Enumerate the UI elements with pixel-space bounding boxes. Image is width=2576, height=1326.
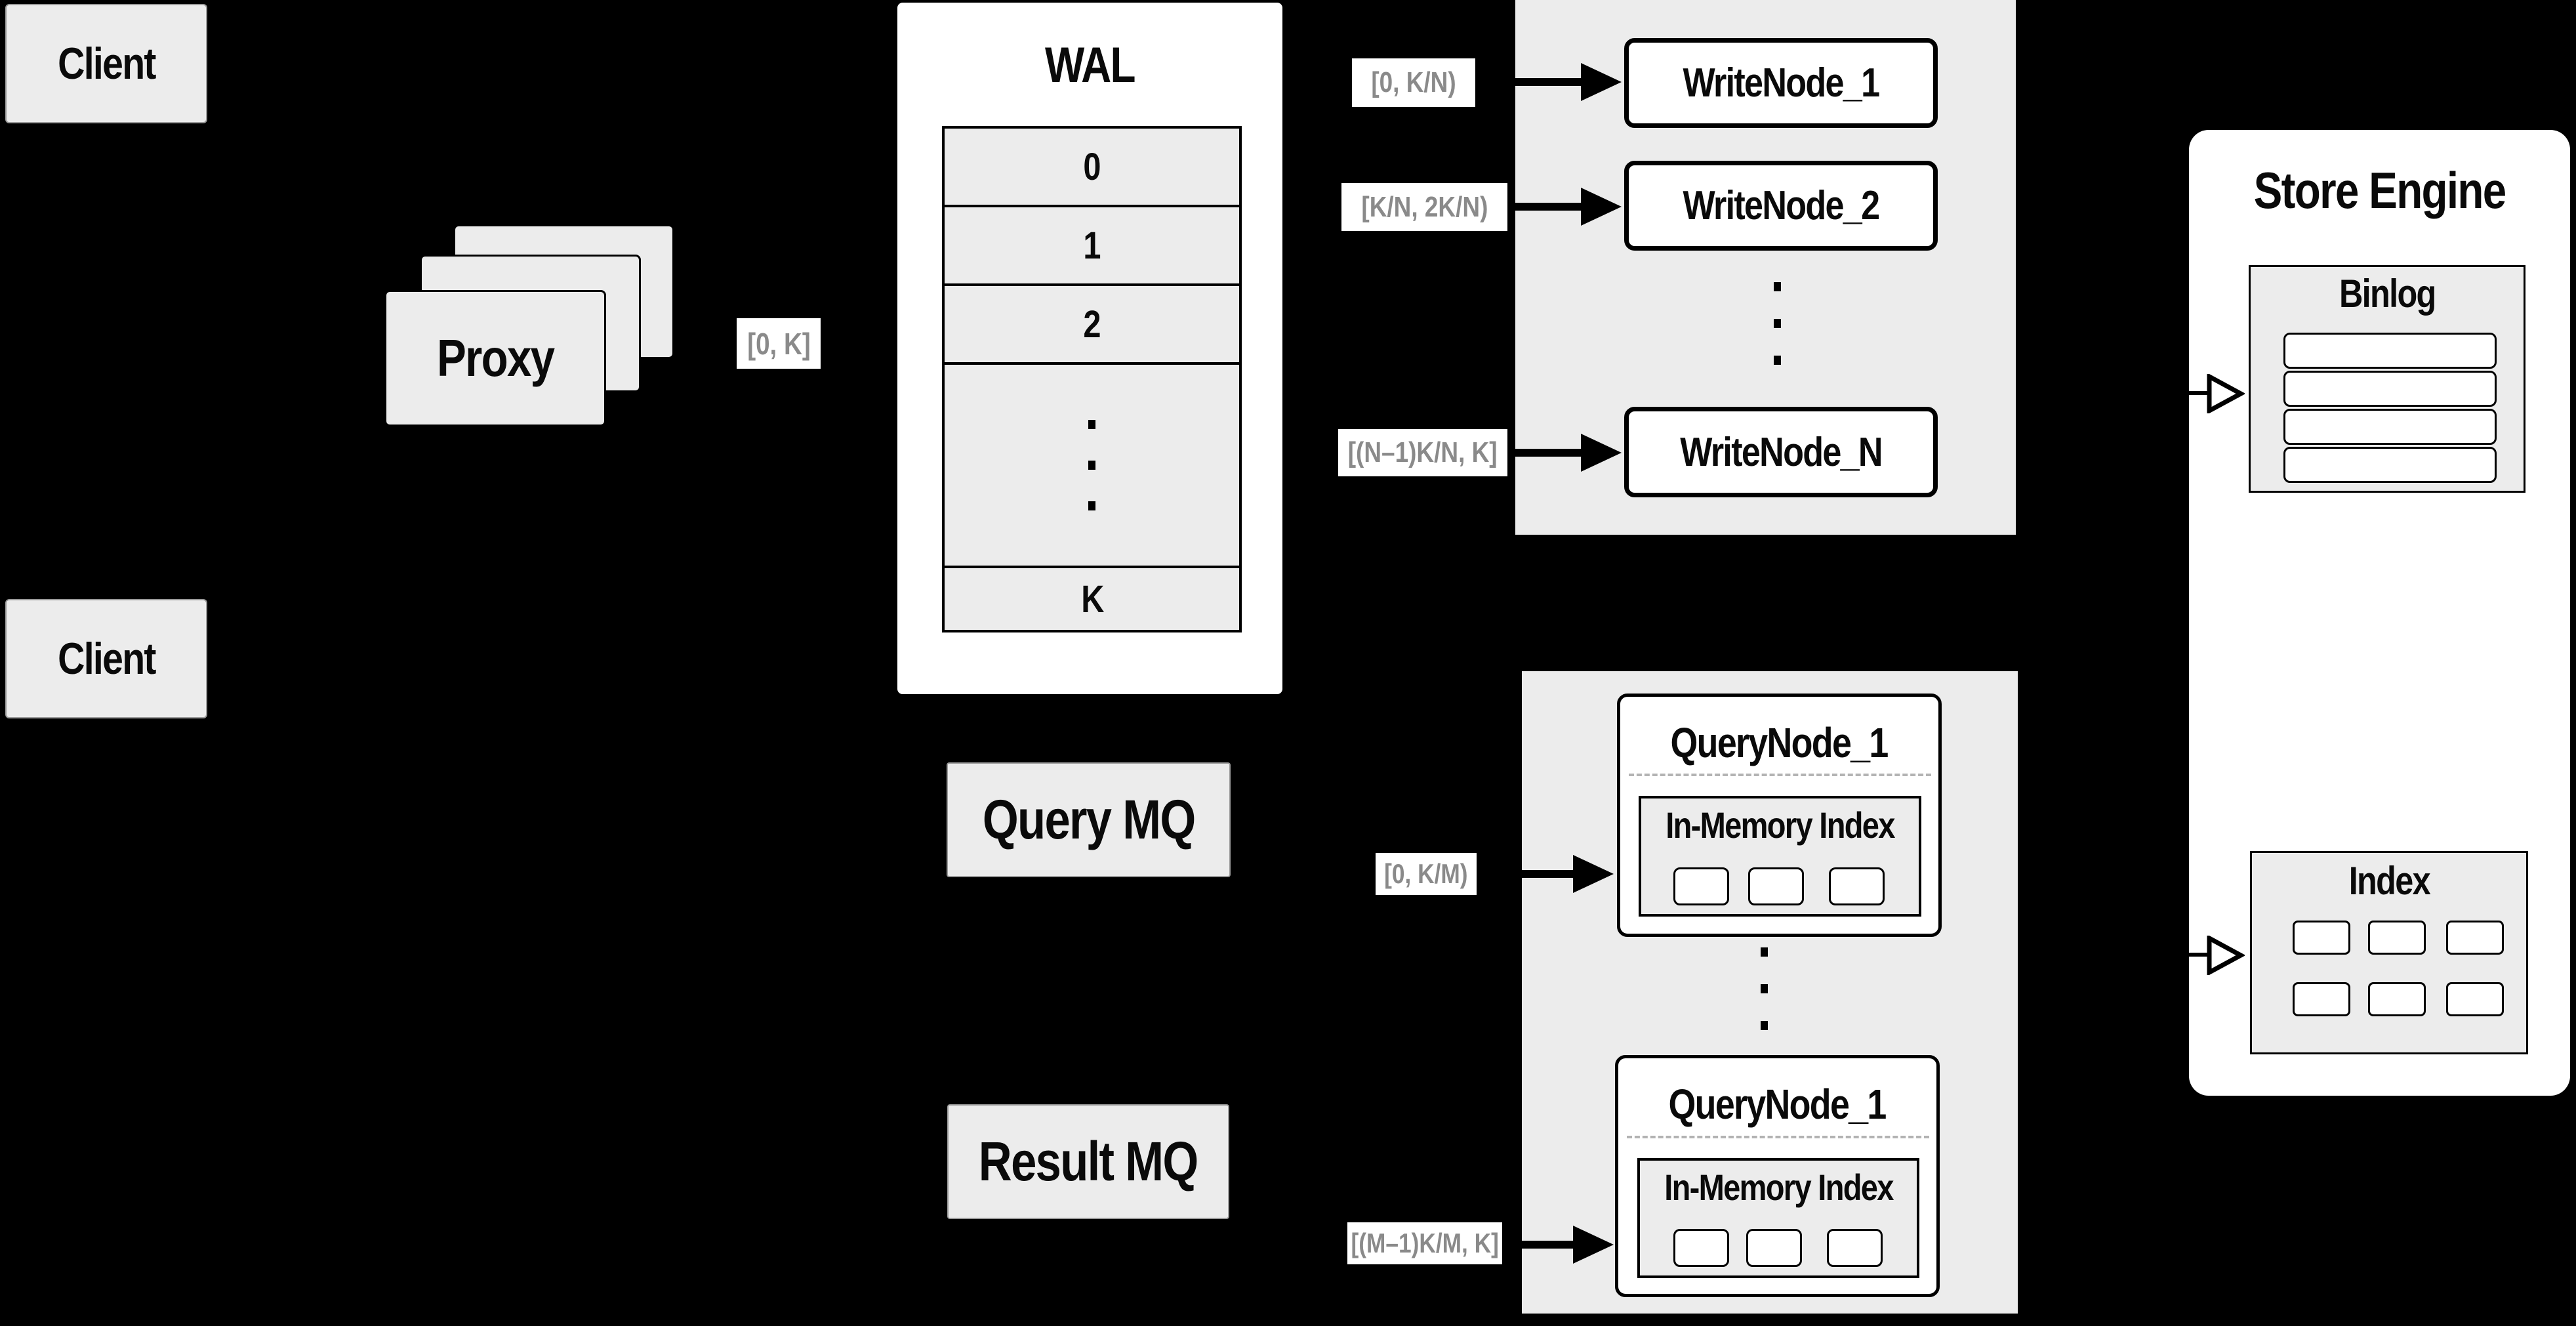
store-index-square <box>2368 982 2426 1016</box>
client-bottom-label: Client <box>57 634 156 684</box>
write-range-n-label: [(N–1)K/N, K] <box>1348 436 1498 468</box>
binlog-row <box>2283 447 2497 483</box>
arrowhead-to-writenode-1 <box>1581 63 1622 101</box>
ellipsis-dot <box>1088 461 1095 470</box>
write-range-2-label: [K/N, 2K/N) <box>1360 190 1488 223</box>
arrowhead-to-binlog <box>2207 374 2245 413</box>
in-memory-index-bottom-box: In-Memory Index <box>1637 1158 1919 1278</box>
proxy-range-label: [0, K] <box>746 326 811 361</box>
store-index-square <box>2446 921 2504 955</box>
wal-segment-row: 2 <box>945 286 1239 365</box>
write-node-2-box: WriteNode_2 <box>1624 161 1938 251</box>
binlog-box: Binlog <box>2249 265 2525 493</box>
write-range-1-label: [0, K/N) <box>1371 66 1456 98</box>
query-range-m-label: [(M–1)K/M, K] <box>1351 1228 1499 1258</box>
write-node-1-box: WriteNode_1 <box>1624 38 1938 128</box>
arrowhead-to-writenode-2 <box>1581 188 1622 226</box>
query-node-top-title: QueryNode_1 <box>1670 719 1889 766</box>
arrowhead-to-writenode-n <box>1581 434 1622 472</box>
binlog-title: Binlog <box>2339 271 2436 316</box>
query-node-bottom-box: QueryNode_1 In-Memory Index <box>1615 1055 1940 1297</box>
query-range-1-chip: [0, K/M) <box>1376 853 1477 895</box>
query-range-m-chip: [(M–1)K/M, K] <box>1347 1222 1502 1264</box>
arrowhead-to-querynode-bottom <box>1573 1226 1614 1264</box>
proxy-box: Proxy <box>384 290 606 426</box>
wal-segment-table: 0 1 2 K <box>942 126 1242 632</box>
arrow-to-writenode-1 <box>1475 78 1581 86</box>
wal-row-0-label: 0 <box>1083 145 1101 188</box>
wal-segment-row: 1 <box>945 207 1239 286</box>
query-node-bottom-divider <box>1627 1136 1929 1138</box>
query-nodes-ellipsis <box>1761 947 1768 1030</box>
write-node-n-label: WriteNode_N <box>1680 429 1883 475</box>
client-box-bottom: Client <box>5 599 207 718</box>
ellipsis-dot <box>1774 282 1781 291</box>
write-node-n-box: WriteNode_N <box>1624 407 1938 497</box>
ellipsis-dot <box>1761 947 1768 957</box>
ellipsis-dot <box>1761 1021 1768 1030</box>
index-segment-square <box>1673 867 1729 905</box>
binlog-row <box>2283 371 2497 407</box>
write-node-1-label: WriteNode_1 <box>1683 60 1881 106</box>
ellipsis-dot <box>1761 984 1768 993</box>
wal-segment-row: K <box>945 568 1239 630</box>
binlog-row <box>2283 333 2497 369</box>
binlog-row <box>2283 409 2497 445</box>
ellipsis-dot <box>1774 356 1781 365</box>
arrow-to-binlog <box>2016 391 2211 395</box>
wal-ellipsis <box>945 365 1239 568</box>
query-node-top-box: QueryNode_1 In-Memory Index <box>1617 694 1942 937</box>
arrowhead-to-store-index <box>2207 936 2245 975</box>
store-index-title: Index <box>2348 858 2430 903</box>
in-memory-index-top-box: In-Memory Index <box>1639 796 1921 917</box>
result-mq-label: Result MQ <box>979 1130 1198 1192</box>
arrow-to-writenode-2 <box>1507 203 1581 211</box>
index-segment-square <box>1748 867 1804 905</box>
store-index-square <box>2293 921 2350 955</box>
in-memory-index-bottom-label: In-Memory Index <box>1664 1166 1894 1208</box>
store-index-box: Index <box>2250 851 2528 1054</box>
wal-row-2-label: 2 <box>1083 302 1101 346</box>
store-index-square <box>2368 921 2426 955</box>
query-mq-box: Query MQ <box>947 762 1231 877</box>
proxy-label: Proxy <box>436 329 555 387</box>
wal-segment-row: 0 <box>945 129 1239 207</box>
index-segment-square <box>1673 1229 1729 1267</box>
wal-title: WAL <box>1045 37 1135 93</box>
client-top-label: Client <box>57 39 156 89</box>
query-range-1-label: [0, K/M) <box>1384 858 1468 889</box>
result-mq-box: Result MQ <box>947 1104 1229 1219</box>
store-index-square <box>2293 982 2350 1016</box>
index-segment-square <box>1827 1229 1883 1267</box>
write-node-2-label: WriteNode_2 <box>1683 183 1881 228</box>
arrow-to-querynode-top <box>1477 870 1573 878</box>
store-engine-box: Store Engine Binlog Index <box>2189 130 2570 1096</box>
wal-row-k-label: K <box>1080 577 1104 621</box>
query-node-bottom-title: QueryNode_1 <box>1668 1081 1887 1128</box>
wal-row-1-label: 1 <box>1083 224 1101 267</box>
write-nodes-ellipsis <box>1774 282 1781 365</box>
ellipsis-dot <box>1774 319 1781 328</box>
ellipsis-dot <box>1088 420 1095 429</box>
wal-box: WAL 0 1 2 K <box>897 3 1282 694</box>
client-box-top: Client <box>5 4 207 123</box>
index-segment-square <box>1746 1229 1802 1267</box>
query-mq-label: Query MQ <box>982 789 1196 850</box>
ellipsis-dot <box>1088 501 1095 510</box>
arrow-to-store-index <box>2018 953 2211 957</box>
store-index-square <box>2446 982 2504 1016</box>
write-range-n-chip: [(N–1)K/N, K] <box>1338 429 1507 476</box>
index-segment-square <box>1829 867 1885 905</box>
write-range-1-chip: [0, K/N) <box>1352 58 1475 107</box>
arrowhead-to-querynode-top <box>1573 855 1614 893</box>
store-engine-title: Store Engine <box>2253 161 2507 219</box>
arrow-to-writenode-n <box>1507 449 1581 457</box>
query-node-top-divider <box>1629 774 1931 776</box>
write-range-2-chip: [K/N, 2K/N) <box>1341 183 1507 231</box>
arrow-to-querynode-bottom <box>1502 1241 1573 1249</box>
proxy-range-chip: [0, K] <box>737 318 821 369</box>
in-memory-index-top-label: In-Memory Index <box>1666 804 1895 846</box>
